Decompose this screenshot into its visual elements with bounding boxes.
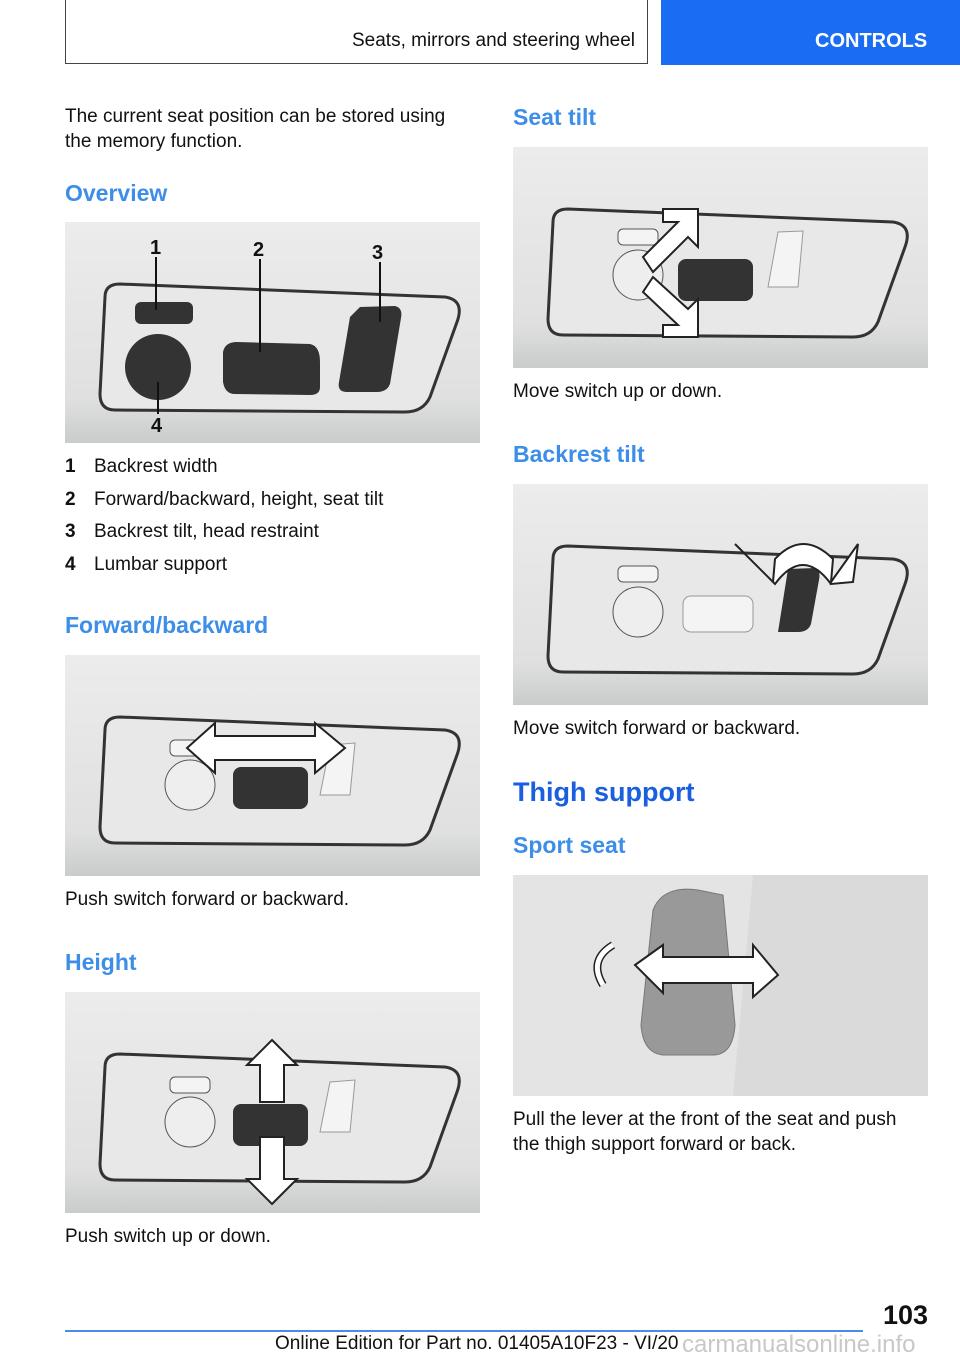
seat-control-drawing xyxy=(513,484,928,705)
svg-text:2: 2 xyxy=(253,239,264,261)
legend-number: 3 xyxy=(65,521,76,542)
height-illustration xyxy=(65,992,480,1213)
heading-sport-seat: Sport seat xyxy=(513,832,626,858)
seat-control-drawing xyxy=(65,992,480,1213)
chapter-tab-label: CONTROLS xyxy=(815,30,928,52)
backrest-tilt-caption: Move switch forward or backward. xyxy=(513,718,801,739)
heading-overview: Overview xyxy=(65,180,168,206)
svg-text:4: 4 xyxy=(151,415,163,437)
sport-seat-caption: Pull the lever at the front of the seat … xyxy=(513,1109,897,1155)
footer-divider xyxy=(65,1330,863,1332)
heading-seat-tilt: Seat tilt xyxy=(513,104,597,130)
overview-illustration: 1 2 3 4 xyxy=(65,222,480,443)
edition-text: Online Edition for Part no. 01405A10F23 … xyxy=(275,1333,679,1354)
legend-text: Forward/backward, height, seat tilt xyxy=(94,488,384,510)
seat-control-drawing xyxy=(513,147,928,368)
legend-text: Backrest tilt, head restraint xyxy=(94,521,319,542)
section-title: Seats, mirrors and steering wheel xyxy=(351,30,635,51)
svg-text:3: 3 xyxy=(372,242,383,264)
legend-item: 3 Backrest tilt, head restraint xyxy=(65,519,383,552)
seat-control-drawing xyxy=(513,875,928,1096)
forward-backward-illustration xyxy=(65,655,480,876)
legend-number: 4 xyxy=(65,553,76,575)
legend-item: 2 Forward/backward, height, seat tilt xyxy=(65,487,383,520)
backrest-tilt-illustration xyxy=(513,484,928,705)
heading-backrest-tilt: Backrest tilt xyxy=(513,441,645,467)
watermark: carmanualsonline.info xyxy=(682,1331,916,1358)
height-caption: Push switch up or down. xyxy=(65,1226,271,1247)
legend-number: 1 xyxy=(65,456,76,477)
seat-control-drawing xyxy=(65,655,480,876)
seat-tilt-illustration xyxy=(513,147,928,368)
seat-tilt-caption: Move switch up or down. xyxy=(513,381,723,402)
heading-height: Height xyxy=(65,949,137,975)
overview-legend: 1 Backrest width 2 Forward/backward, heigh… xyxy=(65,454,383,584)
page-number: 103 xyxy=(883,1300,929,1330)
legend-item: 4 Lumbar support xyxy=(65,552,383,585)
intro-text: The current seat position can be stored … xyxy=(65,106,446,152)
header-section-box: Seats, mirrors and steering wheel xyxy=(65,0,648,64)
legend-number: 2 xyxy=(65,488,76,510)
legend-text: Backrest width xyxy=(94,456,218,477)
sport-seat-illustration xyxy=(513,875,928,1096)
svg-text:1: 1 xyxy=(150,237,161,259)
seat-control-drawing: 1 2 3 4 xyxy=(65,222,480,443)
legend-item: 1 Backrest width xyxy=(65,454,383,487)
chapter-tab: CONTROLS xyxy=(661,0,960,65)
heading-forward-backward: Forward/backward xyxy=(65,612,269,638)
forward-backward-caption: Push switch forward or backward. xyxy=(65,889,350,910)
legend-text: Lumbar support xyxy=(94,553,228,575)
heading-thigh-support: Thigh support xyxy=(513,777,695,807)
